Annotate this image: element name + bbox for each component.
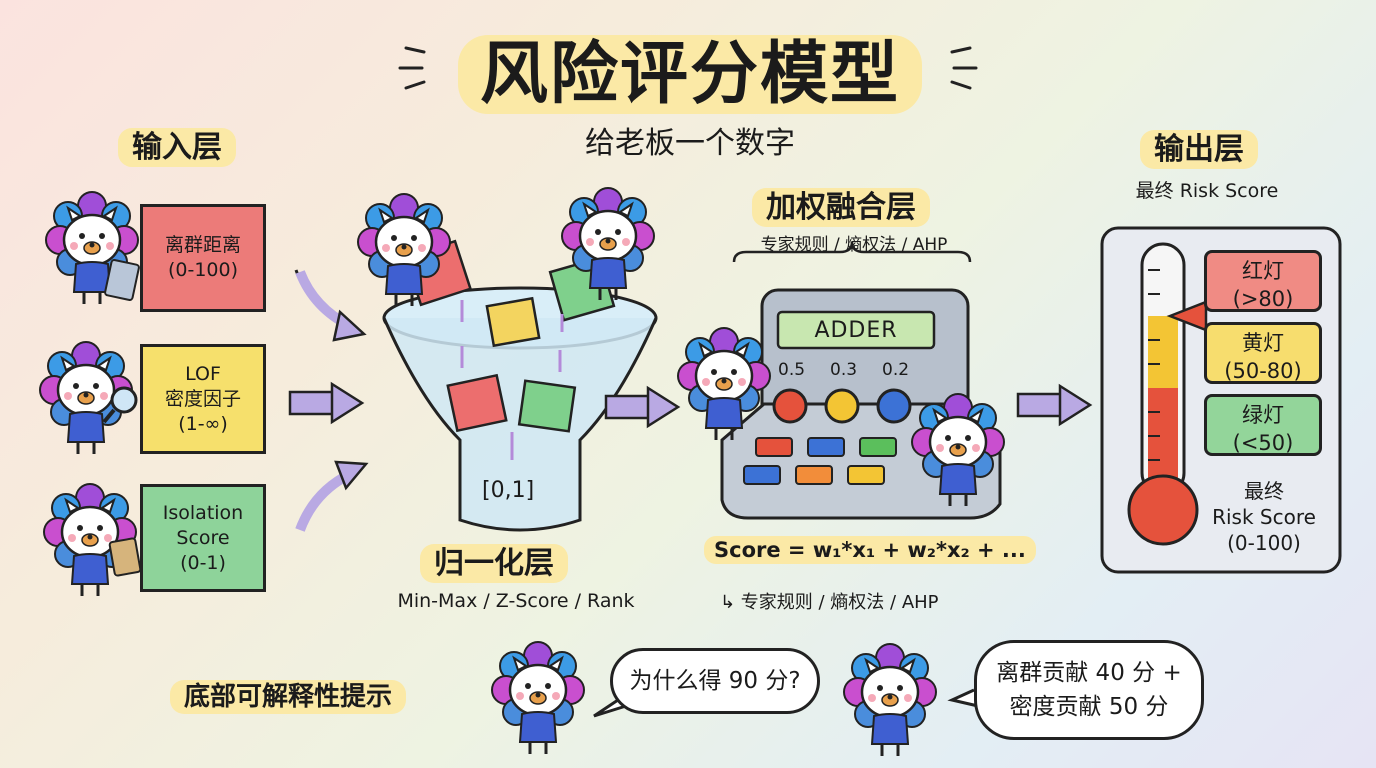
answer-text: 离群贡献 40 分 +	[996, 660, 1182, 686]
level-name: 红灯	[1242, 259, 1284, 283]
level-green: 绿灯 (<50)	[1204, 394, 1322, 456]
level-range: (>80)	[1232, 287, 1294, 311]
output-sublabel: 最终 Risk Score	[1135, 180, 1279, 202]
final-range: (0-100)	[1227, 531, 1301, 555]
fusion-layer-label: 加权融合层	[752, 182, 930, 227]
cube-label: 密度因子	[164, 387, 241, 410]
fusion-methods: 专家规则 / 熵权法 / AHP	[760, 235, 948, 255]
cube-range: (0-100)	[167, 259, 239, 281]
level-name: 黄灯	[1242, 331, 1284, 355]
final-risk-score: 最终 Risk Score (0-100)	[1200, 478, 1328, 556]
level-yellow: 黄灯 (50-80)	[1204, 322, 1322, 384]
final-label: 最终	[1244, 479, 1284, 503]
question-bubble: 为什么得 90 分?	[610, 648, 820, 714]
level-red: 红灯 (>80)	[1204, 250, 1322, 312]
cube-label: Score	[176, 526, 230, 549]
weight-2: 0.3	[830, 360, 858, 380]
normalization-methods: Min-Max / Z-Score / Rank	[397, 590, 635, 612]
level-range: (50-80)	[1224, 359, 1302, 383]
score-formula: Score = w₁*x₁ + w₂*x₂ + ...	[704, 536, 1036, 564]
level-range: (<50)	[1232, 431, 1294, 455]
weight-1: 0.5	[778, 360, 806, 380]
page-title: 风险评分模型	[430, 18, 950, 117]
page-subtitle: 给老板一个数字	[585, 126, 795, 161]
formula-note: ↳ 专家规则 / 熵权法 / AHP	[720, 592, 939, 613]
adder-display: ADDER	[814, 318, 898, 343]
cube-label: LOF	[185, 362, 221, 385]
cube-label: 离群距离	[164, 234, 241, 256]
question-text: 为什么得 90 分?	[629, 668, 801, 694]
level-name: 绿灯	[1242, 403, 1284, 427]
final-label: Risk Score	[1212, 505, 1316, 529]
cube-range: (0-1)	[180, 551, 226, 574]
funnel-range: [0,1]	[482, 478, 535, 503]
output-layer-label: 输出层	[1140, 124, 1258, 169]
cube-range: (1-∞)	[178, 412, 228, 435]
answer-text: 密度贡献 50 分	[1009, 694, 1169, 720]
explainability-label: 底部可解释性提示	[170, 676, 407, 714]
answer-bubble: 离群贡献 40 分 + 密度贡献 50 分	[974, 640, 1204, 740]
weight-3: 0.2	[882, 360, 910, 380]
normalization-layer-label: 归一化层	[420, 538, 568, 583]
cube-label: Isolation	[162, 501, 244, 524]
input-layer-label: 输入层	[118, 122, 236, 167]
